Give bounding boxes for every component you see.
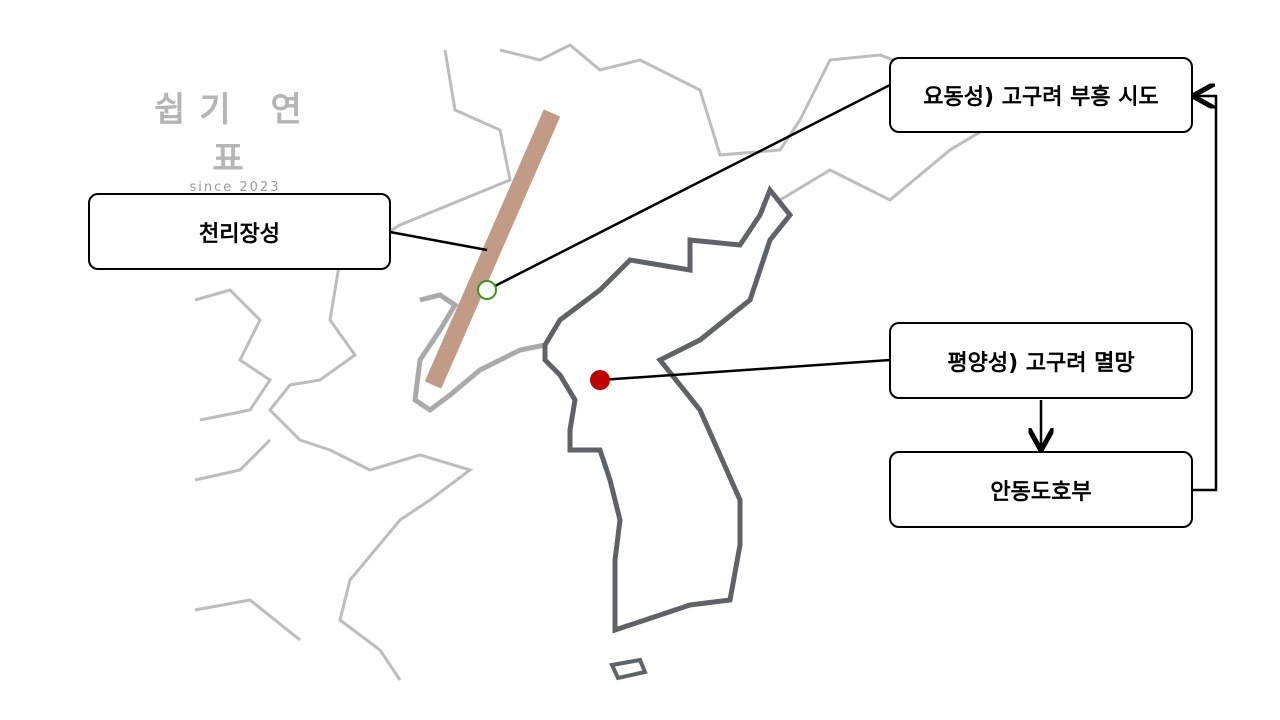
label-pyongyang: 평양성) 고구려 멸망 bbox=[889, 322, 1193, 399]
china-borders bbox=[194, 43, 1001, 681]
label-andong: 안동도호부 bbox=[889, 451, 1193, 528]
logo-title: 쉽기 연표 bbox=[154, 90, 316, 179]
great-wall-cheolli-jangseong bbox=[424, 109, 561, 389]
korea-border bbox=[542, 185, 794, 634]
label-wall: 천리장성 bbox=[88, 193, 391, 270]
logo: 쉽기 연표 since 2023 bbox=[140, 82, 330, 195]
pyongyang-dot bbox=[590, 370, 610, 390]
label-liaodong: 요동성) 고구려 부흥 시도 bbox=[889, 57, 1193, 133]
liaodong-marker bbox=[477, 280, 497, 300]
logo-subtitle: since 2023 bbox=[189, 180, 281, 195]
connector-lines bbox=[389, 85, 1218, 492]
